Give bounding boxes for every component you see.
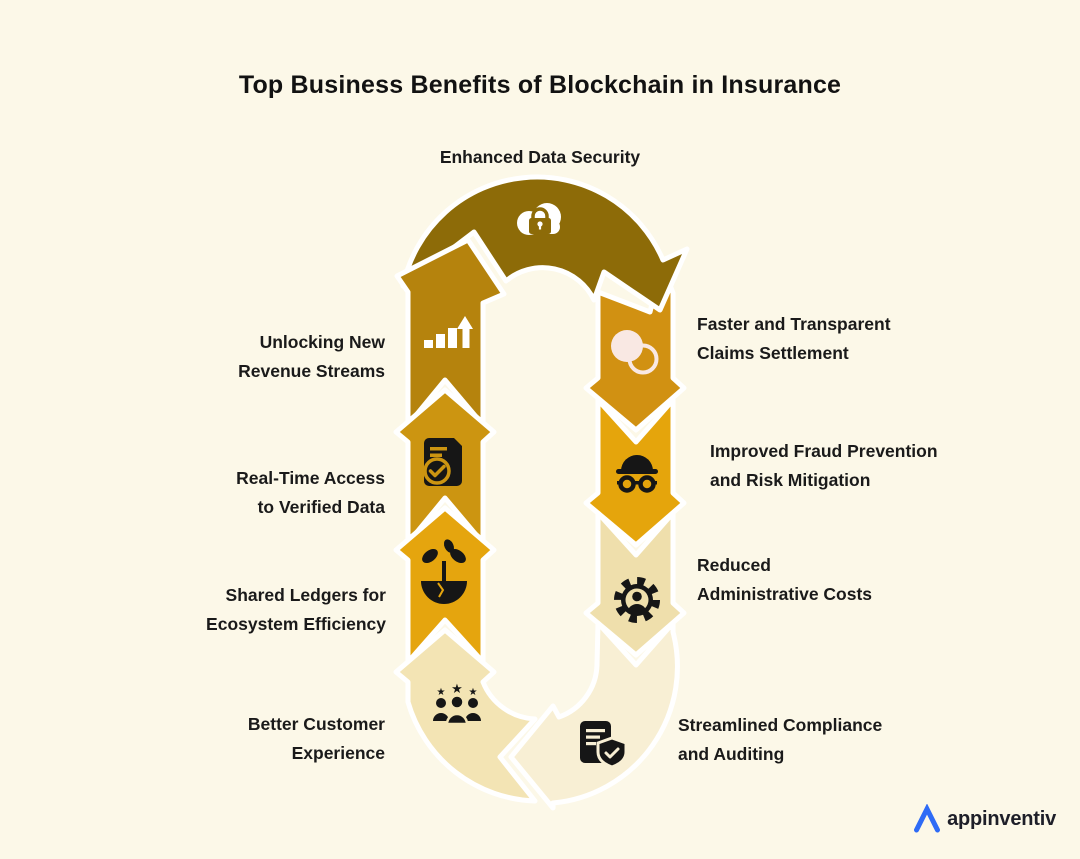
brand-logo: appinventiv xyxy=(912,804,1056,834)
benefit-label-line: Enhanced Data Security xyxy=(439,147,641,167)
benefit-label-reduced-admin-costs: Reduced Administrative Costs xyxy=(697,551,872,609)
overlapping-circles-icon xyxy=(611,330,659,375)
bar-chart-icon xyxy=(424,316,473,348)
appinventiv-logo-icon xyxy=(914,804,941,833)
benefit-label-line: Ecosystem Efficiency xyxy=(206,614,386,634)
brand-name: appinventiv xyxy=(947,807,1056,830)
benefit-label-line: Faster and Transparent xyxy=(697,314,891,334)
benefit-label-unlocking-revenue: Unlocking New Revenue Streams xyxy=(238,328,385,386)
benefit-label-faster-transparent-claims: Faster and Transparent Claims Settlement xyxy=(697,310,891,368)
benefit-label-streamlined-compliance: Streamlined Compliance and Auditing xyxy=(678,711,882,769)
benefit-label-better-customer-experience: Better Customer Experience xyxy=(248,710,385,768)
benefit-label-line: Improved Fraud Prevention xyxy=(710,441,938,461)
document-check-icon xyxy=(423,436,464,486)
benefit-label-line: Streamlined Compliance xyxy=(678,715,883,735)
arrow-segment-enhanced-data-security xyxy=(400,174,690,313)
benefit-label-enhanced-data-security: Enhanced Data Security xyxy=(0,143,1080,172)
benefit-label-line: Shared Ledgers for xyxy=(225,585,386,605)
gear-person-icon xyxy=(614,577,660,623)
benefit-label-fraud-prevention: Improved Fraud Prevention and Risk Mitig… xyxy=(710,437,938,495)
arrow-segment-streamlined-compliance xyxy=(508,620,680,811)
benefit-label-line: and Auditing xyxy=(678,744,785,764)
svg-text:★: ★ xyxy=(451,682,463,697)
benefit-label-line: Revenue Streams xyxy=(238,361,385,381)
people-stars-icon: ★ ★ ★ xyxy=(433,682,481,726)
benefit-label-real-time-access: Real-Time Access to Verified Data xyxy=(236,464,385,522)
spy-icon xyxy=(616,455,658,493)
svg-text:★: ★ xyxy=(469,687,478,698)
benefit-label-line: Unlocking New xyxy=(259,332,385,352)
benefit-label-line: Real-Time Access xyxy=(236,468,385,488)
benefit-label-line: Claims Settlement xyxy=(697,343,849,363)
benefit-label-line: Experience xyxy=(291,743,385,763)
arrow-segment-reduced-admin-costs xyxy=(583,510,687,658)
benefit-label-line: and Risk Mitigation xyxy=(710,470,871,490)
svg-text:★: ★ xyxy=(437,687,446,698)
benefit-label-line: Administrative Costs xyxy=(697,584,873,604)
benefit-label-line: Better Customer xyxy=(247,714,385,734)
benefit-label-line: to Verified Data xyxy=(257,497,385,517)
sprout-icon xyxy=(421,539,467,604)
page-title: Top Business Benefits of Blockchain in I… xyxy=(238,70,842,99)
benefit-label-line: Reduced xyxy=(697,555,771,575)
benefit-label-shared-ledgers: Shared Ledgers for Ecosystem Efficiency xyxy=(206,581,386,639)
arrow-segment-better-customer-experience xyxy=(393,627,538,804)
cloud-lock-icon xyxy=(517,203,561,235)
document-shield-icon xyxy=(580,721,628,769)
